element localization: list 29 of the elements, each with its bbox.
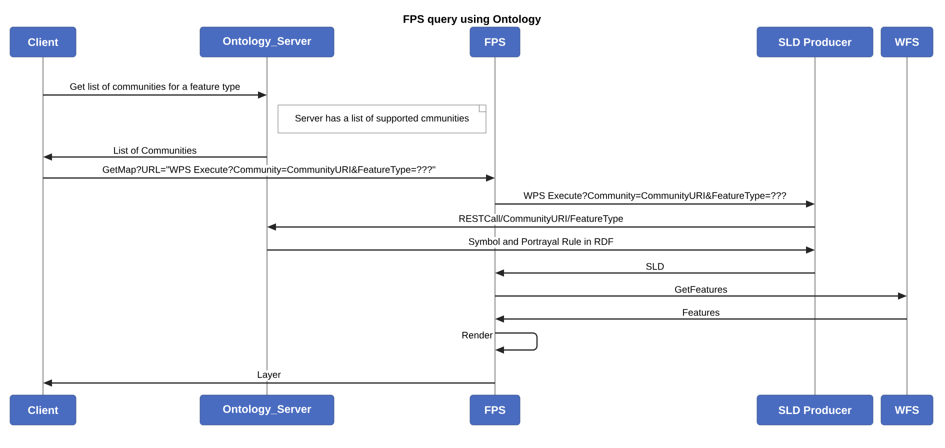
edge-label: GetFeatures xyxy=(674,285,728,294)
lifeline xyxy=(266,57,268,395)
edge-label: Features xyxy=(681,308,721,317)
participant-box: WFS xyxy=(880,394,934,426)
participant-box: Client xyxy=(10,394,76,426)
participant-box: Client xyxy=(10,26,76,58)
participant-box: WFS xyxy=(880,26,934,58)
lifeline xyxy=(814,57,816,395)
lifeline xyxy=(42,57,44,395)
edge-label: Get list of communities for a feature type xyxy=(68,82,242,93)
lifeline xyxy=(494,57,496,395)
participant-box: Ontology_Server xyxy=(200,26,334,58)
edge-label: Layer xyxy=(256,370,282,381)
participant-box: Ontology_Server xyxy=(200,394,334,426)
edge-label: List of Communities xyxy=(112,146,198,155)
lifeline xyxy=(906,57,908,395)
edge-label: RESTCall/CommunityURI/FeatureType xyxy=(458,214,624,225)
diagram-title: FPS query using Ontology xyxy=(404,14,541,26)
participant-box: SLD Producer xyxy=(756,394,874,426)
edge-label: Render xyxy=(462,332,493,338)
edge-label: GetMap?URL="WPS Execute?Community=CommunityURI&FeatureType=???" xyxy=(101,164,437,176)
self-arrow xyxy=(495,332,538,354)
participant-box: SLD Producer xyxy=(756,26,874,58)
edge-label: WPS Execute?Community=CommunityURI&FeatureType=??? xyxy=(522,190,788,202)
note-box: Server has a list of supported cmmunities xyxy=(278,104,486,134)
edge-label: Symbol and Portrayal Rule in RDF xyxy=(467,236,615,248)
participant-box: FPS xyxy=(470,26,520,58)
edge-label: SLD xyxy=(644,262,666,271)
participant-box: FPS xyxy=(470,394,520,426)
